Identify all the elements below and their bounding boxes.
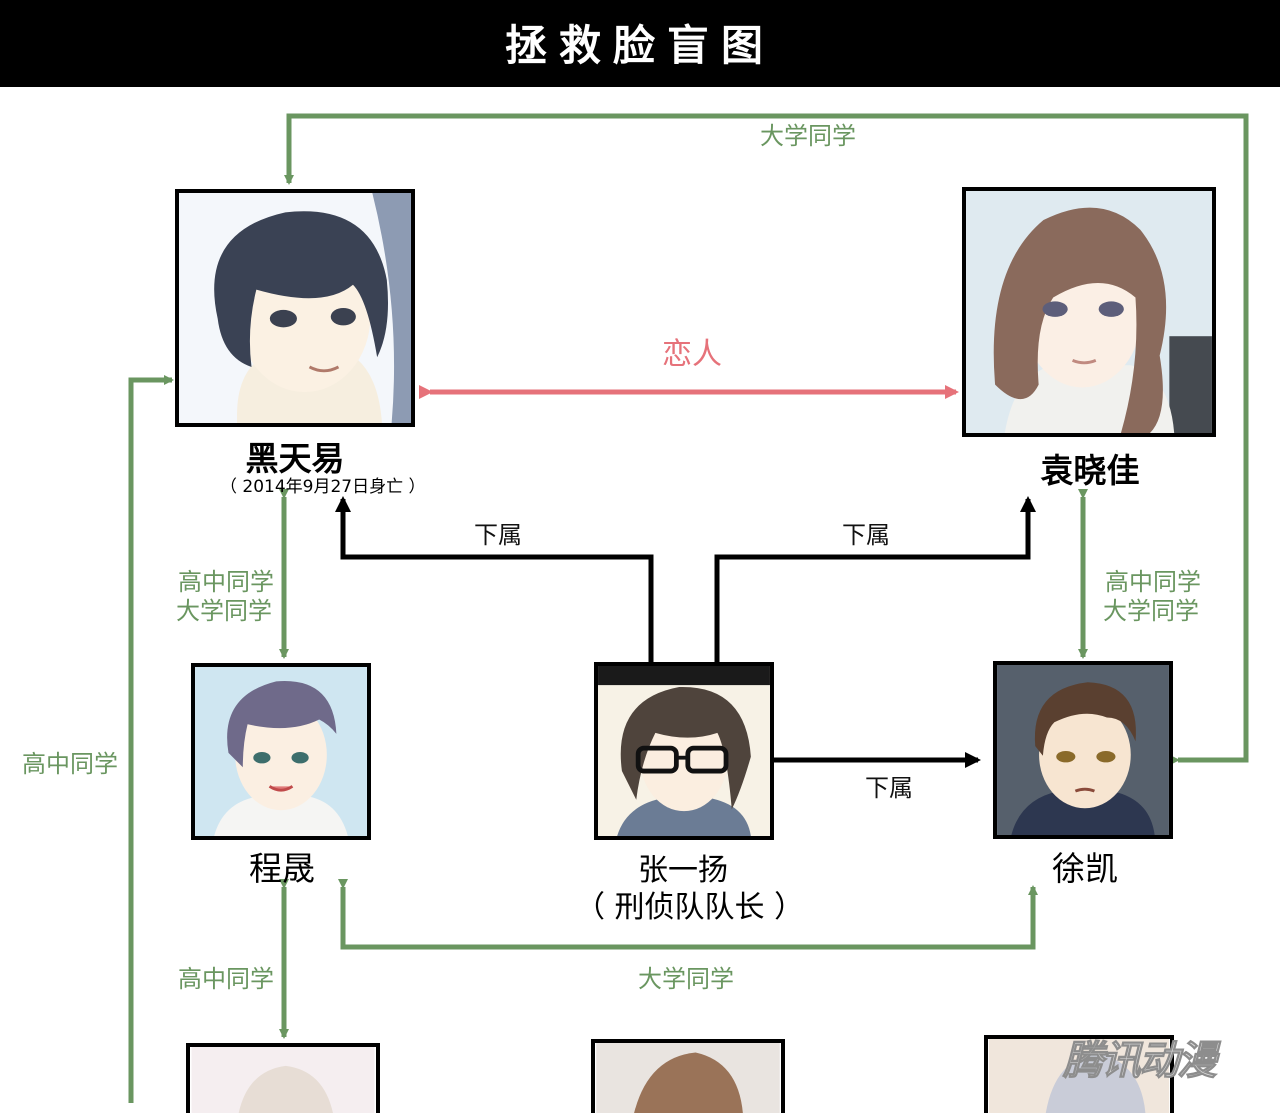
label-sub-hei: 下属 (474, 521, 522, 549)
hair-portrait-icon (191, 1047, 375, 1113)
label-hei-cheng-1: 高中同学 (178, 568, 274, 596)
hair-portrait-icon (988, 1039, 1170, 1113)
name-zhang-yiyang: 张一扬 (638, 853, 728, 888)
portrait-hei-tianyi (175, 189, 415, 427)
line-sub-yuan (714, 496, 1036, 662)
title-banner: 拯救脸盲图 (0, 0, 1280, 87)
portrait-lower-right (984, 1035, 1174, 1113)
name-yuan-xiaojia: 袁晓佳 (1040, 451, 1140, 490)
portrait-lower-left (186, 1043, 380, 1113)
label-cheng-lower-high-school: 高中同学 (178, 965, 274, 993)
note-hei-tianyi-death: （ 2014年9月27日身亡 ） (220, 477, 426, 497)
line-top-university (284, 113, 1249, 765)
label-sub-yuan: 下属 (842, 521, 890, 549)
label-yuan-xu-2: 大学同学 (1103, 597, 1199, 625)
label-left-high-school: 高中同学 (22, 750, 118, 778)
label-lovers: 恋人 (662, 337, 722, 372)
label-sub-xu: 下属 (865, 774, 913, 802)
boy-portrait-icon (195, 667, 367, 836)
line-left-high-school (128, 375, 174, 1103)
hair-portrait-icon (596, 1043, 780, 1113)
line-cheng-xu (338, 879, 1038, 950)
label-hei-cheng-2: 大学同学 (176, 597, 272, 625)
name-hei-tianyi: 黑天易 (245, 439, 345, 478)
portrait-yuan-xiaojia (962, 187, 1216, 437)
portrait-zhang-yiyang (594, 662, 774, 840)
label-yuan-xu-1: 高中同学 (1105, 568, 1201, 596)
role-zhang-yiyang: （ 刑侦队队长 ） (575, 890, 805, 925)
name-xu-kai: 徐凯 (1052, 849, 1118, 888)
boy-portrait-icon (997, 665, 1169, 835)
boy-portrait-icon (179, 193, 411, 423)
portrait-xu-kai (993, 661, 1173, 839)
portrait-cheng-sheng (191, 663, 371, 840)
girl-portrait-icon (966, 191, 1212, 433)
portrait-lower-middle (591, 1039, 785, 1113)
label-cheng-xu-university: 大学同学 (638, 965, 734, 993)
page-title: 拯救脸盲图 (504, 21, 775, 70)
boy-glasses-portrait-icon (598, 666, 770, 836)
watermark-logo: 腾讯动漫 (1063, 1038, 1218, 1085)
line-sub-hei (335, 496, 654, 662)
name-cheng-sheng: 程晟 (249, 849, 315, 888)
label-top-university: 大学同学 (760, 122, 856, 150)
